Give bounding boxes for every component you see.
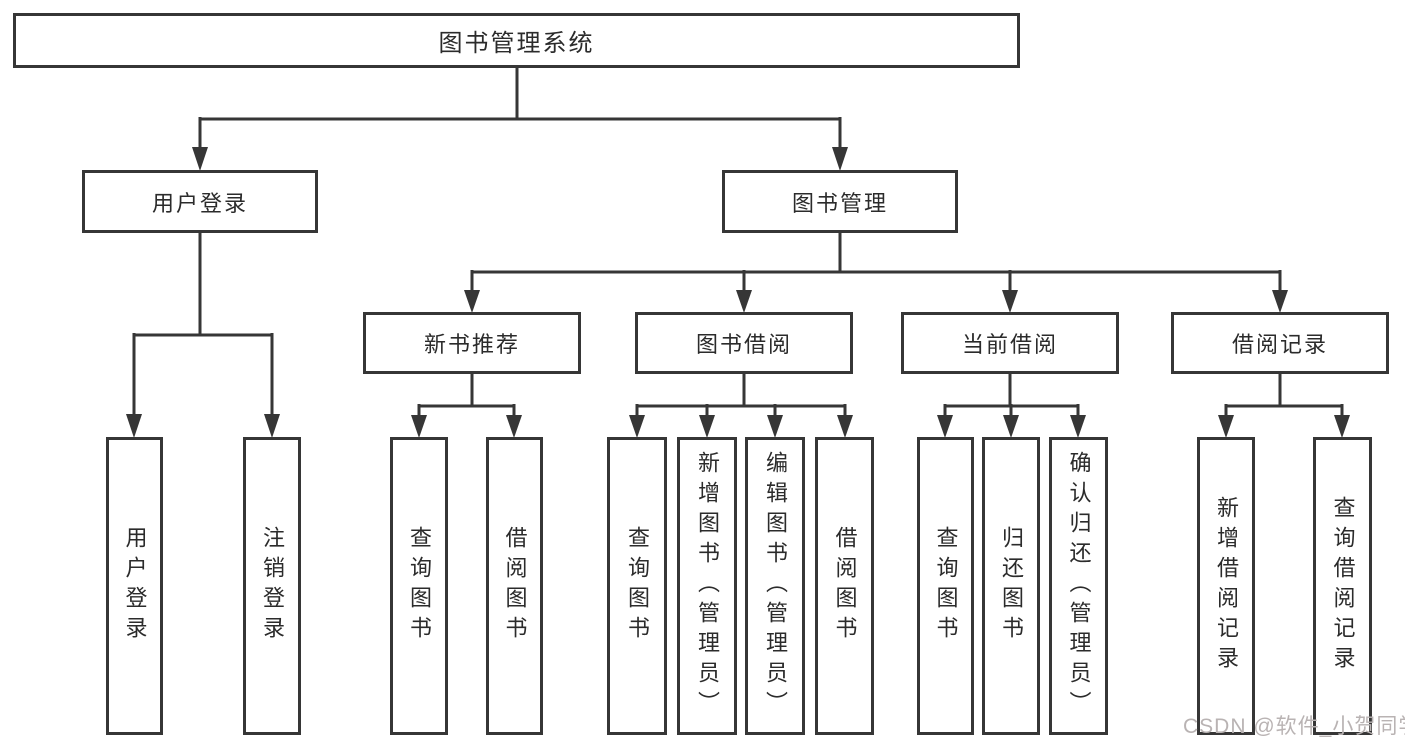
node-book-borrow: 图书借阅 xyxy=(635,312,853,374)
leaf-borrow-books: 借阅图书 xyxy=(815,437,874,735)
leaf-recommend-borrow-books: 借阅图书 xyxy=(486,437,543,735)
leaf-add-books-admin-label: 新增图书（管理员） xyxy=(695,451,720,721)
leaf-user-login-label: 用户登录 xyxy=(122,526,148,646)
leaf-current-query-books: 查询图书 xyxy=(917,437,974,735)
leaf-query-borrow-record: 查询借阅记录 xyxy=(1313,437,1372,735)
leaf-user-login: 用户登录 xyxy=(106,437,163,735)
leaf-return-books-label: 归还图书 xyxy=(999,526,1024,646)
node-library-system: 图书管理系统 xyxy=(13,13,1020,68)
leaf-borrow-query-books: 查询图书 xyxy=(607,437,667,735)
leaf-confirm-return-admin: 确认归还（管理员） xyxy=(1049,437,1108,735)
leaf-add-borrow-record: 新增借阅记录 xyxy=(1197,437,1255,735)
node-book-management: 图书管理 xyxy=(722,170,958,233)
node-new-book-recommend: 新书推荐 xyxy=(363,312,581,374)
leaf-borrow-books-label: 借阅图书 xyxy=(832,526,858,646)
leaf-logout-label: 注销登录 xyxy=(260,526,285,646)
node-user-login: 用户登录 xyxy=(82,170,318,233)
leaf-recommend-borrow-books-label: 借阅图书 xyxy=(502,526,528,646)
leaf-edit-books-admin: 编辑图书（管理员） xyxy=(745,437,805,735)
leaf-return-books: 归还图书 xyxy=(982,437,1040,735)
leaf-confirm-return-admin-label: 确认归还（管理员） xyxy=(1066,451,1092,721)
leaf-query-borrow-record-label: 查询借阅记录 xyxy=(1330,496,1356,676)
csdn-watermark: CSDN @软件_小贺同学 xyxy=(1183,715,1405,738)
leaf-logout: 注销登录 xyxy=(243,437,301,735)
node-borrow-records: 借阅记录 xyxy=(1171,312,1389,374)
node-current-borrow: 当前借阅 xyxy=(901,312,1119,374)
leaf-edit-books-admin-label: 编辑图书（管理员） xyxy=(763,451,788,721)
leaf-recommend-query-books: 查询图书 xyxy=(390,437,448,735)
leaf-add-borrow-record-label: 新增借阅记录 xyxy=(1214,496,1239,676)
leaf-current-query-books-label: 查询图书 xyxy=(933,526,959,646)
leaf-borrow-query-books-label: 查询图书 xyxy=(625,526,650,646)
leaf-add-books-admin: 新增图书（管理员） xyxy=(677,437,737,735)
leaf-recommend-query-books-label: 查询图书 xyxy=(407,526,432,646)
